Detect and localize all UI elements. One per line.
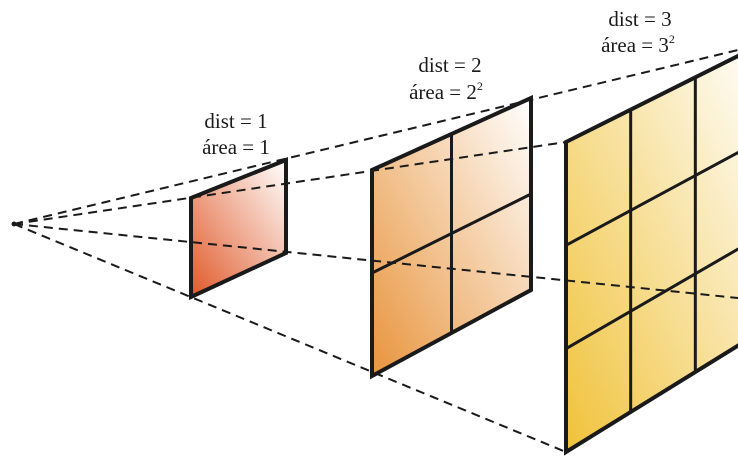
label-panel-1: dist = 1 área = 1 bbox=[202, 109, 270, 159]
label-panel-3: dist = 3 área = 32 bbox=[601, 7, 675, 57]
panel-2-frame bbox=[370, 94, 533, 380]
panel-3-surface bbox=[566, 56, 738, 452]
point-source bbox=[11, 221, 17, 227]
area-label-3-base: área = 3 bbox=[601, 33, 669, 57]
dist-label-2: dist = 2 bbox=[418, 53, 481, 77]
area-label-3: área = 32 bbox=[601, 32, 675, 57]
area-label-2-base: área = 2 bbox=[409, 80, 477, 104]
ray-top-right bbox=[13, 49, 738, 225]
ray-bottom-right bbox=[13, 223, 738, 299]
panel-1-frame bbox=[189, 157, 288, 301]
panel-3-grid-horizontal-2 bbox=[565, 247, 738, 350]
panel-3-frame bbox=[564, 53, 738, 456]
panel-distance-2 bbox=[370, 94, 533, 380]
area-label-1: área = 1 bbox=[202, 135, 270, 159]
area-label-2: área = 22 bbox=[409, 79, 483, 104]
panel-distance-1 bbox=[189, 157, 288, 301]
panel-2-grid-lines bbox=[371, 134, 532, 333]
panel-3-grid-lines bbox=[565, 77, 738, 412]
area-label-3-exponent: 2 bbox=[669, 32, 675, 46]
dist-label-3: dist = 3 bbox=[608, 7, 671, 31]
dist-label-1: dist = 1 bbox=[204, 109, 267, 133]
label-panel-2: dist = 2 área = 22 bbox=[409, 53, 483, 104]
ray-bottom-left bbox=[13, 223, 567, 453]
panel-2-grid-horizontal-1 bbox=[371, 192, 532, 275]
panel-distance-3 bbox=[564, 53, 738, 456]
ray-top-left bbox=[13, 141, 567, 225]
panel-3-grid-horizontal-1 bbox=[565, 150, 738, 247]
projection-rays bbox=[13, 49, 738, 453]
area-label-2-exponent: 2 bbox=[477, 79, 483, 93]
